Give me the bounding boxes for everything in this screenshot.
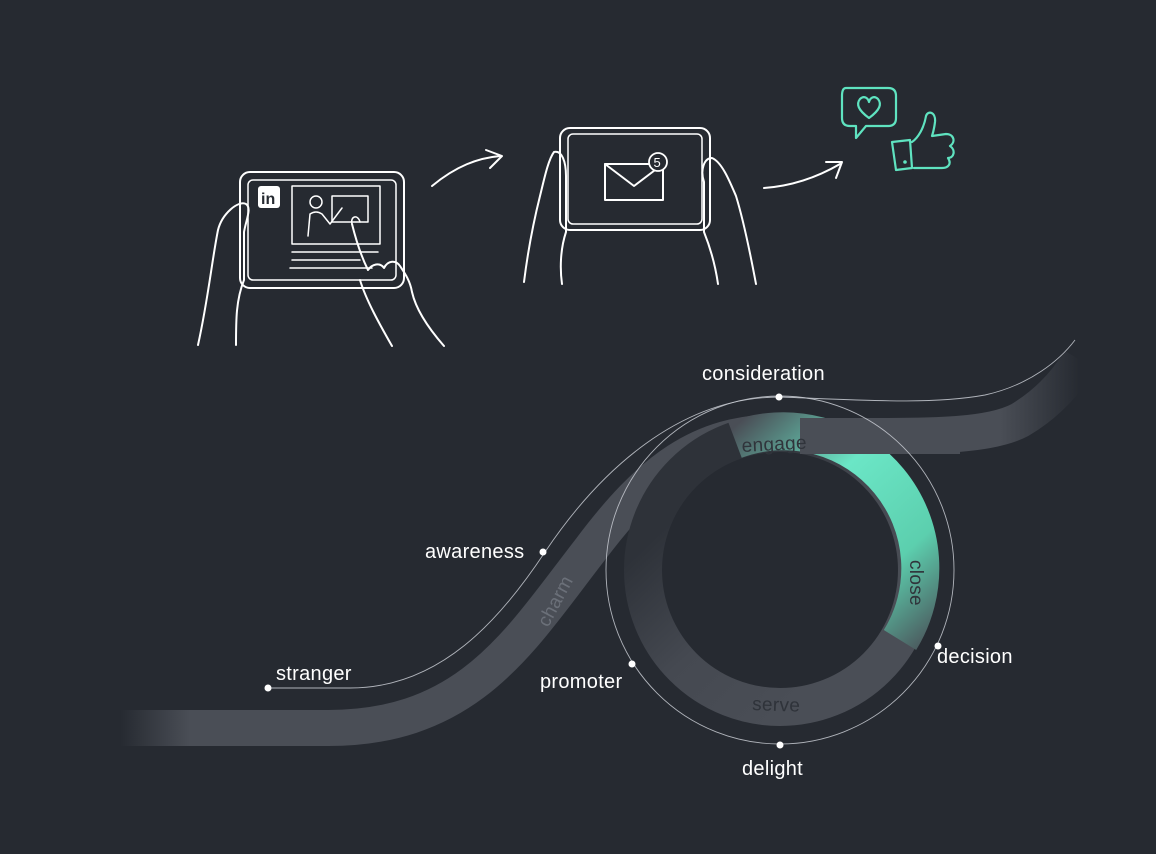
notification-badge [648,152,668,172]
heart-speech-bubble-icon [840,86,898,140]
journey-orbit [264,339,1076,749]
thumbs-up-dot [903,160,907,164]
arrow-icon [431,149,503,187]
stage-dot-delight [776,741,784,749]
orbit-exit [779,339,1076,402]
stage-label-delight: delight [742,758,803,780]
left-hand [197,202,250,346]
linkedin-icon [258,186,280,208]
notification-count: 5 [654,155,661,170]
tablet-screen-middle [567,133,703,225]
linkedin-icon-text: in [261,191,275,208]
stage-label-awareness: awareness [425,541,524,563]
presenter-body [307,207,343,237]
phase-label-serve: serve [752,694,801,717]
stage-label-decision: decision [937,646,1013,668]
tablet-linkedin-illustration: in [197,171,445,347]
stage-dot-stranger [264,684,272,692]
tablet-frame-left [239,171,405,289]
phase-label-engage: engage [741,433,807,457]
phase-label-close: close [905,560,926,606]
tablet-screen-left [247,179,397,281]
tablet-frame-middle [559,127,711,231]
tablet-email-illustration: 5 [523,127,757,285]
stage-dot-awareness [539,548,547,556]
stage-dot-promoter [628,660,636,668]
band-accent-arc [728,412,940,650]
stage-label-consideration: consideration [702,363,825,385]
stage-labels: stranger awareness consideration decisio… [276,363,1013,780]
pointing-fingertip [350,216,361,225]
envelope-flap [604,163,664,187]
stage-label-stranger: stranger [276,663,352,685]
video-frame [291,185,381,245]
journey-band [120,350,1096,746]
stage-dot-consideration [775,393,783,401]
presenter-head [309,195,323,209]
pointing-hand [351,223,445,347]
middle-left-hand [523,150,567,285]
stage-dot-decision [934,642,942,650]
envelope-icon [604,163,664,201]
middle-right-hand [701,157,757,285]
engagement-illustration [840,86,955,172]
heart-icon [857,96,881,120]
arrow-icon [763,161,843,189]
thumbs-up-icon [890,111,955,172]
pointing-hand-wrist [359,279,393,347]
stage-label-promoter: promoter [540,671,622,693]
presentation-board [331,195,369,223]
